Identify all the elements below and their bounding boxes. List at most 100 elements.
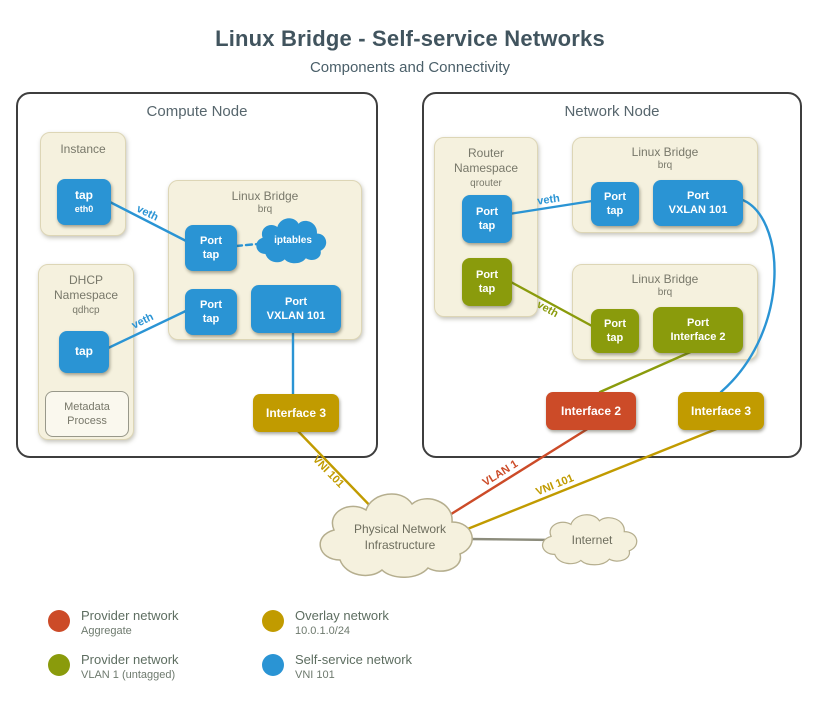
legend-dot-gold bbox=[262, 610, 284, 632]
vxlan-label: VXLAN 101 bbox=[668, 204, 728, 216]
metadata-process-box: Metadata Process bbox=[45, 391, 129, 437]
iptables-label: iptables bbox=[274, 235, 312, 246]
port-label: Port bbox=[285, 295, 307, 308]
legend-item-selfservice: Self-service network VNI 101 bbox=[262, 652, 412, 681]
edge-veth-router-blue bbox=[507, 199, 594, 216]
port-vxlan-101-compute: Port VXLAN 101 bbox=[251, 285, 341, 333]
legend-item-provider-aggregate: Provider network Aggregate bbox=[48, 608, 179, 637]
router-label-1: Router bbox=[467, 146, 505, 160]
network-interface-3: Interface 3 bbox=[678, 392, 764, 430]
bridge-label: Linux Bridge bbox=[631, 145, 699, 159]
compute-node-box: Compute Node Instance tap eth0 DHCP Name… bbox=[16, 92, 378, 458]
tap-label: tap bbox=[202, 249, 220, 261]
legend-subtitle: Aggregate bbox=[81, 625, 132, 637]
port-tap-top: Port tap bbox=[185, 225, 237, 271]
diagram-title: Linux Bridge - Self-service Networks bbox=[215, 26, 605, 51]
dhcp-tap-box: tap bbox=[59, 331, 109, 373]
vxlan-label: VXLAN 101 bbox=[266, 310, 326, 322]
router-label-3: qrouter bbox=[470, 178, 502, 189]
metadata-label-1: Metadata bbox=[64, 400, 110, 413]
physical-cloud-line2: Infrastructure bbox=[364, 537, 436, 552]
legend-dot-red bbox=[48, 610, 70, 632]
metadata-label-2: Process bbox=[67, 415, 107, 427]
network-linux-bridge-top: Linux Bridge brq Port tap Port VXLAN 101 bbox=[572, 137, 758, 233]
edge-vni101-compute bbox=[293, 426, 380, 516]
bridge-label: Linux Bridge bbox=[631, 272, 699, 286]
port-tap-top-bridge: Port tap bbox=[591, 182, 639, 226]
port-tap-bottom: Port tap bbox=[185, 289, 237, 335]
router-port-tap-blue: Port tap bbox=[462, 195, 512, 243]
bridge-sublabel: brq bbox=[657, 287, 673, 298]
port-label: Port bbox=[687, 316, 709, 329]
edge-label-veth-dhcp: veth bbox=[130, 311, 156, 332]
dhcp-label-3: qdhcp bbox=[72, 305, 100, 316]
port-tap-bottom-bridge: Port tap bbox=[591, 309, 639, 353]
legend-title: Provider network bbox=[81, 652, 179, 667]
legend-title: Provider network bbox=[81, 608, 179, 623]
port-label: Port bbox=[687, 189, 709, 202]
diagram-subtitle: Components and Connectivity bbox=[309, 59, 511, 76]
dhcp-label-1: DHCP bbox=[68, 273, 103, 287]
port-label: Port bbox=[476, 205, 498, 218]
interface-3-label: Interface 3 bbox=[265, 406, 327, 420]
interface-2-port-label: Interface 2 bbox=[670, 331, 726, 343]
port-label: Port bbox=[604, 317, 626, 330]
bridge-sublabel: brq bbox=[657, 160, 673, 171]
port-label: Port bbox=[604, 190, 626, 203]
legend-title: Overlay network bbox=[295, 608, 389, 623]
bridge-sublabel: brq bbox=[257, 204, 273, 215]
router-port-tap-green: Port tap bbox=[462, 258, 512, 306]
edge-label-veth-router-blue: veth bbox=[537, 192, 561, 207]
legend-dot-blue bbox=[262, 654, 284, 676]
dhcp-label-2: Namespace bbox=[53, 288, 119, 302]
tap-label: tap bbox=[75, 188, 93, 203]
network-node-box: Network Node Router Namespace qrouter Po… bbox=[422, 92, 802, 458]
eth0-label: eth0 bbox=[74, 203, 94, 214]
port-label: Port bbox=[200, 234, 222, 247]
edge-label-vni101-compute: VNI 101 bbox=[310, 453, 346, 490]
interface-3-label: Interface 3 bbox=[690, 404, 752, 418]
edge-vxlan-arc-network bbox=[719, 197, 776, 394]
network-linux-bridge-bottom: Linux Bridge brq Port tap Port Interface… bbox=[572, 264, 758, 360]
iptables-cloud-shape bbox=[256, 218, 327, 264]
physical-network-cloud-shape bbox=[319, 493, 473, 578]
port-label: Port bbox=[200, 298, 222, 311]
legend-dot-olive bbox=[48, 654, 70, 676]
internet-cloud-shape bbox=[542, 514, 638, 566]
physical-network-cloud-label: Physical Network Infrastructure bbox=[320, 522, 480, 553]
dhcp-namespace-box: DHCP Namespace qdhcp tap Metadata Proces… bbox=[38, 264, 134, 440]
internet-cloud-label: Internet bbox=[571, 533, 613, 547]
edge-label-veth-router-green: veth bbox=[535, 299, 561, 321]
edge-veth-router-green bbox=[507, 279, 594, 328]
edge-veth-dhcp bbox=[102, 306, 194, 352]
legend-subtitle: 10.0.1.0/24 bbox=[295, 625, 351, 637]
instance-label: Instance bbox=[60, 142, 106, 156]
tap-label: tap bbox=[478, 283, 496, 295]
instance-tap-box: tap eth0 bbox=[57, 179, 111, 225]
bridge-label: Linux Bridge bbox=[231, 189, 299, 203]
instance-box: Instance tap eth0 bbox=[40, 132, 126, 236]
tap-label: tap bbox=[606, 332, 624, 344]
tap-label: tap bbox=[202, 313, 220, 325]
legend-item-provider-vlan1: Provider network VLAN 1 (untagged) bbox=[48, 652, 179, 681]
edge-physical-internet bbox=[466, 537, 558, 542]
tap-label: tap bbox=[606, 205, 624, 217]
tap-label: tap bbox=[75, 344, 93, 359]
edge-vni101-network bbox=[458, 426, 721, 534]
edge-veth-instance bbox=[104, 198, 194, 246]
network-node-title: Network Node bbox=[564, 103, 660, 120]
compute-node-title: Compute Node bbox=[146, 103, 248, 120]
legend-item-overlay: Overlay network 10.0.1.0/24 bbox=[262, 608, 389, 637]
compute-linux-bridge-box: Linux Bridge brq Port tap Port tap Port … bbox=[168, 180, 362, 340]
router-label-2: Namespace bbox=[453, 161, 519, 175]
network-interface-2: Interface 2 bbox=[546, 392, 636, 430]
legend-subtitle: VLAN 1 (untagged) bbox=[81, 669, 176, 681]
legend-subtitle: VNI 101 bbox=[295, 669, 335, 681]
port-label: Port bbox=[476, 268, 498, 281]
legend-title: Self-service network bbox=[295, 652, 413, 667]
port-interface-2: Port Interface 2 bbox=[653, 307, 743, 353]
edge-vlan1 bbox=[446, 426, 591, 518]
interface-2-label: Interface 2 bbox=[560, 404, 622, 418]
